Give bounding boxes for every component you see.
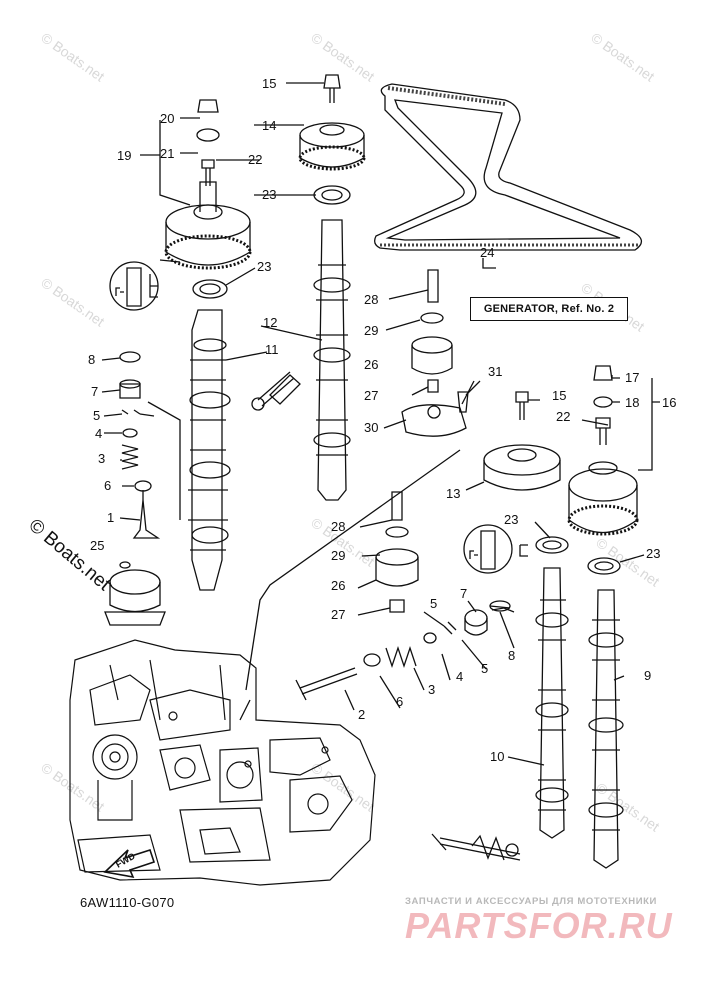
callout-22: 22 [248, 152, 262, 167]
valve-lifter-8 [119, 351, 141, 363]
callout-4: 4 [95, 426, 102, 441]
bolt-20 [197, 99, 219, 113]
callout-29-lower: 29 [331, 548, 345, 563]
callout-15: 15 [262, 76, 276, 91]
callout-22-right: 22 [556, 409, 570, 424]
callout-23: 23 [262, 187, 276, 202]
callout-7: 7 [91, 384, 98, 399]
watermark-text: © Boats.net [308, 29, 377, 84]
watermark-text: © Boats.net [38, 29, 107, 84]
callout-10: 10 [490, 749, 504, 764]
callout-21: 21 [160, 146, 174, 161]
watermark-text: © Boats.net [588, 29, 657, 84]
callout-7-lower: 7 [460, 586, 467, 601]
callout-8: 8 [88, 352, 95, 367]
callout-26: 26 [364, 357, 378, 372]
callout-27-lower: 27 [331, 607, 345, 622]
callout-6-lower: 6 [396, 694, 403, 709]
callout-31: 31 [488, 364, 502, 379]
center-camshaft-12 [317, 219, 347, 501]
callout-29: 29 [364, 323, 378, 338]
valve-1 [132, 499, 161, 539]
callout-13: 13 [446, 486, 460, 501]
callout-18: 18 [625, 395, 639, 410]
callout-4-lower: 4 [456, 669, 463, 684]
idler-26 [411, 336, 453, 354]
callout-20: 20 [160, 111, 174, 126]
callout-11: 11 [265, 342, 279, 357]
timing-belt [374, 83, 642, 251]
callout-25: 25 [90, 538, 104, 553]
right-camshaft-9 [593, 589, 619, 869]
left-camshaft [191, 309, 223, 591]
callout-5-lower: 5 [430, 596, 437, 611]
fwd-label: FWD [114, 851, 137, 870]
callout-23: 23 [257, 259, 271, 274]
callout-16: 16 [662, 395, 676, 410]
callout-30: 30 [364, 420, 378, 435]
callout-23-right: 23 [646, 546, 660, 561]
brand-tagline: ЗАПЧАСТИ И АКСЕССУАРЫ ДЛЯ МОТОТЕХНИКИ [405, 896, 657, 907]
callout-17: 17 [625, 370, 639, 385]
callout-26-lower: 26 [331, 578, 345, 593]
callout-28: 28 [364, 292, 378, 307]
valve-spring-3-lower [385, 645, 417, 669]
callout-5-lower-b: 5 [481, 661, 488, 676]
watermark-text: © Boats.net [38, 759, 107, 814]
valve-spring-3 [121, 444, 139, 470]
engine-block [69, 639, 376, 886]
diagram-code: 6AW1110-G070 [80, 895, 175, 910]
brand-logo: PARTSFOR.RU [405, 905, 673, 946]
part-drawings [101, 74, 660, 869]
callout-1: 1 [107, 510, 114, 525]
callout-23-mid: 23 [504, 512, 518, 527]
callout-6: 6 [104, 478, 111, 493]
callout-27: 27 [364, 388, 378, 403]
callout-labels: 15 14 20 21 22 19 23 23 24 28 29 26 27 3… [88, 76, 676, 764]
callout-9: 9 [644, 668, 651, 683]
right-camshaft-10 [539, 567, 565, 839]
generator-reference-text: GENERATOR, Ref. No. 2 [483, 303, 615, 315]
callout-15-right: 15 [552, 388, 566, 403]
callout-12: 12 [263, 315, 277, 330]
callout-3-lower: 3 [428, 682, 435, 697]
fwd-arrow-icon [103, 848, 156, 879]
valve-2 [299, 667, 358, 695]
callout-14: 14 [262, 118, 276, 133]
callout-8-lower: 8 [508, 648, 515, 663]
callout-19: 19 [117, 148, 131, 163]
watermark-text: © Boats.net [308, 759, 377, 814]
callout-2: 2 [358, 707, 365, 722]
callout-5: 5 [93, 408, 100, 423]
callout-28-lower: 28 [331, 519, 345, 534]
callout-24: 24 [480, 245, 494, 260]
left-sprocket [165, 204, 251, 240]
callout-3: 3 [98, 451, 105, 466]
watermark-text: © Boats.net [38, 274, 107, 329]
watermark-text: © Boats.net [593, 779, 662, 834]
generator-reference-box: GENERATOR, Ref. No. 2 [470, 297, 628, 321]
tensioner-25 [109, 569, 161, 595]
